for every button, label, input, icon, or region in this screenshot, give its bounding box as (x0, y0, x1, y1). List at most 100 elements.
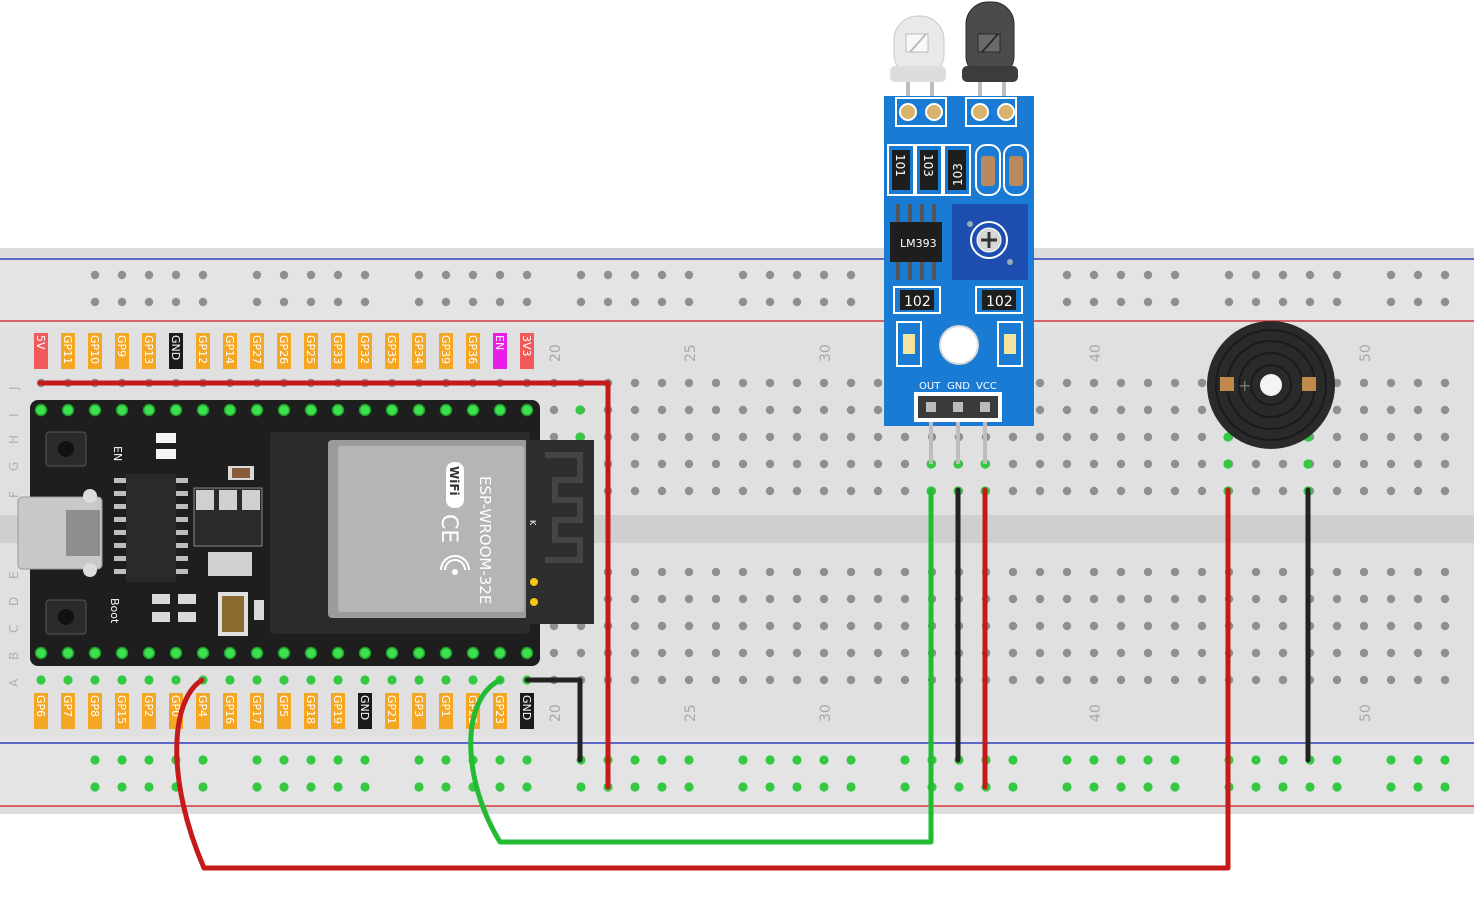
breadboard-hole[interactable] (765, 648, 775, 658)
breadboard-hole[interactable] (1251, 675, 1261, 685)
breadboard-hole[interactable] (1251, 459, 1261, 469)
breadboard-hole[interactable] (549, 432, 559, 442)
breadboard-hole[interactable] (792, 621, 802, 631)
power-rail-hole[interactable] (1089, 297, 1099, 307)
breadboard-hole[interactable] (684, 567, 694, 577)
ir-sensor-module[interactable]: 101 103 103 LM393 (884, 1, 1034, 464)
breadboard-hole[interactable] (657, 594, 667, 604)
breadboard-hole[interactable] (738, 594, 748, 604)
breadboard-hole[interactable] (738, 675, 748, 685)
breadboard-hole[interactable] (846, 621, 856, 631)
breadboard-hole[interactable] (819, 621, 829, 631)
breadboard-hole[interactable] (846, 405, 856, 415)
power-rail-hole[interactable] (657, 297, 667, 307)
breadboard-hole[interactable] (630, 378, 640, 388)
breadboard-hole[interactable] (630, 459, 640, 469)
breadboard-hole[interactable] (873, 648, 883, 658)
breadboard-hole[interactable] (1062, 675, 1072, 685)
breadboard-hole[interactable] (1413, 459, 1423, 469)
breadboard-hole[interactable] (900, 567, 910, 577)
breadboard-hole[interactable] (1440, 486, 1450, 496)
breadboard-hole[interactable] (1251, 594, 1261, 604)
power-rail-hole[interactable] (846, 297, 856, 307)
breadboard-hole[interactable] (684, 486, 694, 496)
breadboard-hole[interactable] (1278, 486, 1288, 496)
power-rail-hole[interactable] (1278, 297, 1288, 307)
breadboard-hole[interactable] (1332, 621, 1342, 631)
breadboard-hole[interactable] (1332, 648, 1342, 658)
breadboard-hole[interactable] (765, 675, 775, 685)
breadboard-hole[interactable] (765, 432, 775, 442)
power-rail-hole[interactable] (198, 270, 208, 280)
power-rail-hole[interactable] (657, 270, 667, 280)
breadboard-hole[interactable] (1359, 594, 1369, 604)
breadboard-hole[interactable] (1143, 459, 1153, 469)
breadboard-hole[interactable] (657, 405, 667, 415)
breadboard-hole[interactable] (1062, 459, 1072, 469)
breadboard-hole[interactable] (684, 594, 694, 604)
breadboard-hole[interactable] (1359, 405, 1369, 415)
power-rail-hole[interactable] (1413, 270, 1423, 280)
breadboard-hole[interactable] (873, 432, 883, 442)
breadboard-hole[interactable] (1359, 459, 1369, 469)
breadboard-hole[interactable] (1143, 648, 1153, 658)
breadboard-hole[interactable] (1170, 486, 1180, 496)
breadboard-hole[interactable] (1197, 486, 1207, 496)
power-rail-hole[interactable] (1413, 297, 1423, 307)
power-rail-hole[interactable] (1305, 270, 1315, 280)
breadboard-hole[interactable] (1035, 405, 1045, 415)
breadboard-hole[interactable] (1116, 567, 1126, 577)
breadboard-hole[interactable] (792, 459, 802, 469)
breadboard-hole[interactable] (900, 486, 910, 496)
breadboard-hole[interactable] (792, 405, 802, 415)
breadboard-hole[interactable] (765, 486, 775, 496)
breadboard-hole[interactable] (1413, 648, 1423, 658)
power-rail-hole[interactable] (441, 297, 451, 307)
breadboard-hole[interactable] (657, 432, 667, 442)
breadboard-hole[interactable] (1386, 675, 1396, 685)
breadboard-hole[interactable] (1413, 621, 1423, 631)
power-rail-hole[interactable] (144, 297, 154, 307)
breadboard-hole[interactable] (1035, 675, 1045, 685)
breadboard-hole[interactable] (1170, 675, 1180, 685)
breadboard-hole[interactable] (900, 621, 910, 631)
breadboard-hole[interactable] (1116, 486, 1126, 496)
power-rail-hole[interactable] (1116, 297, 1126, 307)
power-rail-hole[interactable] (630, 270, 640, 280)
power-rail-hole[interactable] (441, 270, 451, 280)
power-rail-hole[interactable] (1143, 270, 1153, 280)
breadboard-hole[interactable] (711, 594, 721, 604)
power-rail-hole[interactable] (684, 297, 694, 307)
potentiometer[interactable] (952, 204, 1028, 280)
esp32-board[interactable]: EN Boot ESP-WROOM-32E (17, 400, 594, 666)
breadboard-hole[interactable] (1359, 648, 1369, 658)
power-rail-hole[interactable] (1440, 270, 1450, 280)
breadboard-hole[interactable] (1197, 405, 1207, 415)
breadboard-hole[interactable] (630, 432, 640, 442)
breadboard-hole[interactable] (792, 594, 802, 604)
breadboard-hole[interactable] (1440, 675, 1450, 685)
breadboard-hole[interactable] (1170, 648, 1180, 658)
power-rail-hole[interactable] (333, 297, 343, 307)
power-rail-hole[interactable] (765, 270, 775, 280)
breadboard-hole[interactable] (1089, 621, 1099, 631)
breadboard-hole[interactable] (1440, 621, 1450, 631)
breadboard-hole[interactable] (1386, 648, 1396, 658)
breadboard-hole[interactable] (1332, 567, 1342, 577)
power-rail-hole[interactable] (1170, 297, 1180, 307)
breadboard-hole[interactable] (1116, 432, 1126, 442)
breadboard-hole[interactable] (1386, 405, 1396, 415)
breadboard-hole[interactable] (873, 459, 883, 469)
breadboard-hole[interactable] (1116, 675, 1126, 685)
breadboard-hole[interactable] (738, 378, 748, 388)
power-rail-hole[interactable] (846, 270, 856, 280)
power-rail-hole[interactable] (414, 270, 424, 280)
breadboard-hole[interactable] (711, 621, 721, 631)
breadboard-hole[interactable] (765, 378, 775, 388)
breadboard-hole[interactable] (1008, 621, 1018, 631)
breadboard-hole[interactable] (900, 675, 910, 685)
power-rail-hole[interactable] (1062, 297, 1072, 307)
breadboard-hole[interactable] (1008, 648, 1018, 658)
breadboard-hole[interactable] (630, 567, 640, 577)
breadboard-hole[interactable] (711, 459, 721, 469)
